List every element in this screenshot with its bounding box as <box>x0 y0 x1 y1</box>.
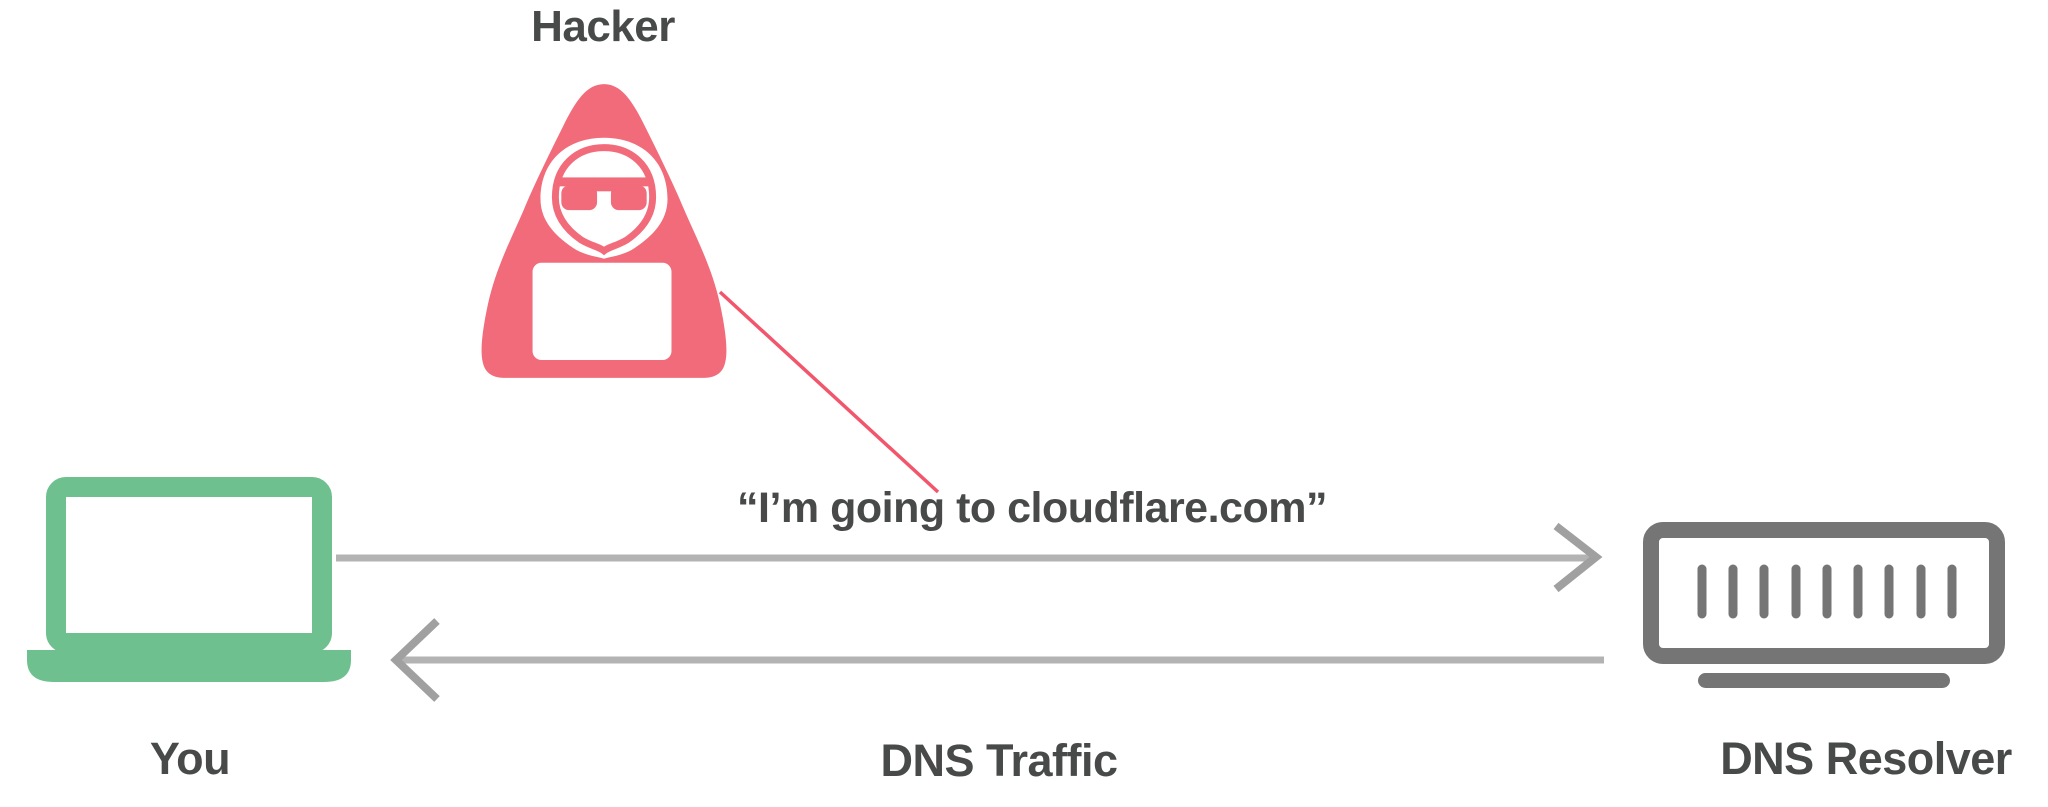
you-label: You <box>149 733 231 784</box>
hacker-label: Hacker <box>531 2 675 51</box>
laptop-base <box>27 650 351 682</box>
hacker-sunglasses-icon <box>558 177 650 211</box>
hacker-laptop <box>532 262 672 360</box>
dns-traffic-label: DNS Traffic <box>880 735 1118 786</box>
query-message-label: “I’m going to cloudflare.com” <box>737 484 1327 532</box>
server-vents <box>1697 564 1957 619</box>
eavesdrop-tap-line <box>718 290 940 494</box>
laptop-icon <box>27 477 351 682</box>
hacker-icon <box>481 84 727 378</box>
laptop-screen <box>46 477 332 653</box>
hacker-face <box>551 144 657 256</box>
server-base-bar <box>1698 673 1950 688</box>
server-chassis <box>1643 522 2005 664</box>
dns-query-arrow <box>336 522 1603 593</box>
dns-resolver-label: DNS Resolver <box>1720 733 2012 784</box>
server-icon <box>1643 522 2005 688</box>
dns-response-arrow <box>390 618 1604 702</box>
